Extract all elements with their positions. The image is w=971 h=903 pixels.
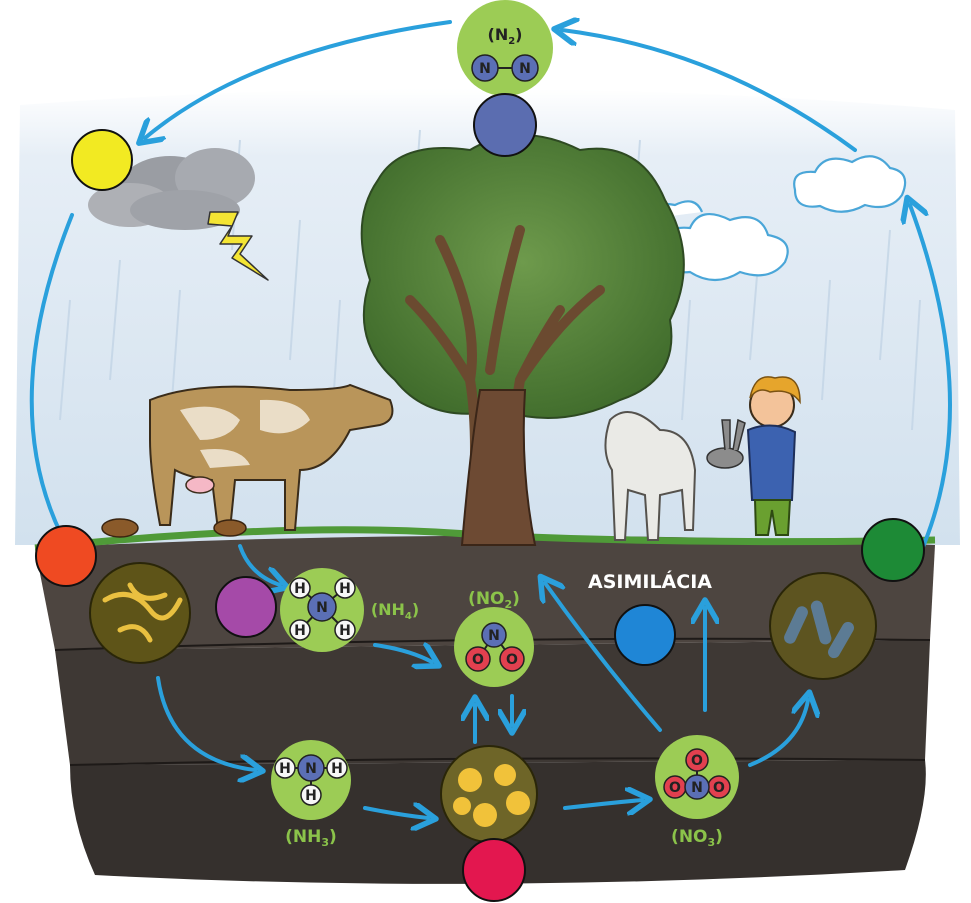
- svg-text:O: O: [713, 780, 725, 796]
- no2-label: (NO2): [468, 589, 520, 611]
- marker-circles: [35, 93, 925, 902]
- arrow-clouds-to-n2: [562, 30, 857, 152]
- nh3-molecule: H H H N (NH3): [271, 740, 351, 849]
- cow: [149, 383, 394, 531]
- no3-label: (NO3): [671, 827, 723, 849]
- lamb: [604, 411, 697, 541]
- nh3-label: (NH3): [285, 827, 337, 849]
- svg-text:N: N: [305, 761, 317, 777]
- tree: [360, 134, 685, 546]
- no2-molecule: (NO2) N O O: [454, 589, 534, 687]
- arrow-no3-to-tree: [545, 583, 662, 732]
- cycle-arrows: [29, 20, 952, 818]
- arrow-atmosphere-to-soil: [29, 213, 75, 560]
- svg-text:O: O: [669, 780, 681, 796]
- denitrifying-bacteria-circle: [769, 572, 877, 680]
- no3-molecule: O O O N (NO3): [655, 735, 739, 849]
- svg-text:H: H: [305, 788, 317, 804]
- boy-with-rabbit: [706, 376, 801, 536]
- lightning-bolt-icon: [207, 211, 269, 281]
- svg-text:H: H: [294, 623, 306, 639]
- dung-piles: [101, 518, 247, 538]
- svg-text:N: N: [519, 61, 531, 77]
- svg-text:N: N: [479, 61, 491, 77]
- svg-text:H: H: [279, 761, 291, 777]
- arrow-soil-to-sky-right: [910, 205, 952, 577]
- marker-blue: [614, 604, 676, 666]
- white-cloud-right: [793, 155, 907, 213]
- arrow-nh4-to-no2: [373, 645, 432, 662]
- arrow-nh3-to-bacteria: [363, 808, 428, 818]
- n2-molecule: (N2) N N: [457, 0, 553, 96]
- svg-text:H: H: [331, 761, 343, 777]
- svg-text:H: H: [339, 581, 351, 597]
- nh4-molecule: H H H H N (NH4): [280, 568, 419, 652]
- arrow-bacteria-to-no3: [563, 800, 642, 808]
- marker-green: [861, 518, 925, 582]
- svg-text:H: H: [339, 623, 351, 639]
- arrow-fungi-to-nh3: [156, 676, 255, 770]
- arrow-dung-to-nh4: [238, 544, 280, 585]
- marker-blue-top: [473, 93, 537, 157]
- svg-text:O: O: [691, 753, 703, 769]
- svg-text:O: O: [472, 652, 484, 668]
- nitrifying-bacteria-circle: [440, 745, 538, 843]
- marker-yellow: [71, 129, 133, 191]
- nh4-label: (NH4): [371, 600, 419, 622]
- svg-text:N: N: [691, 780, 703, 796]
- marker-red: [462, 838, 526, 902]
- svg-text:(N2): (N2): [488, 25, 523, 47]
- arrow-no3-to-denitrify: [748, 700, 808, 767]
- marker-purple: [215, 576, 277, 638]
- svg-text:N: N: [488, 628, 500, 644]
- svg-text:N: N: [316, 600, 328, 616]
- arrow-n2-to-atmosphere: [145, 20, 452, 138]
- svg-text:H: H: [294, 581, 306, 597]
- svg-text:O: O: [506, 652, 518, 668]
- marker-orange: [35, 525, 97, 587]
- decomposer-fungi-circle: [89, 562, 191, 664]
- assimilation-label: ASIMILÁCIA: [588, 570, 712, 593]
